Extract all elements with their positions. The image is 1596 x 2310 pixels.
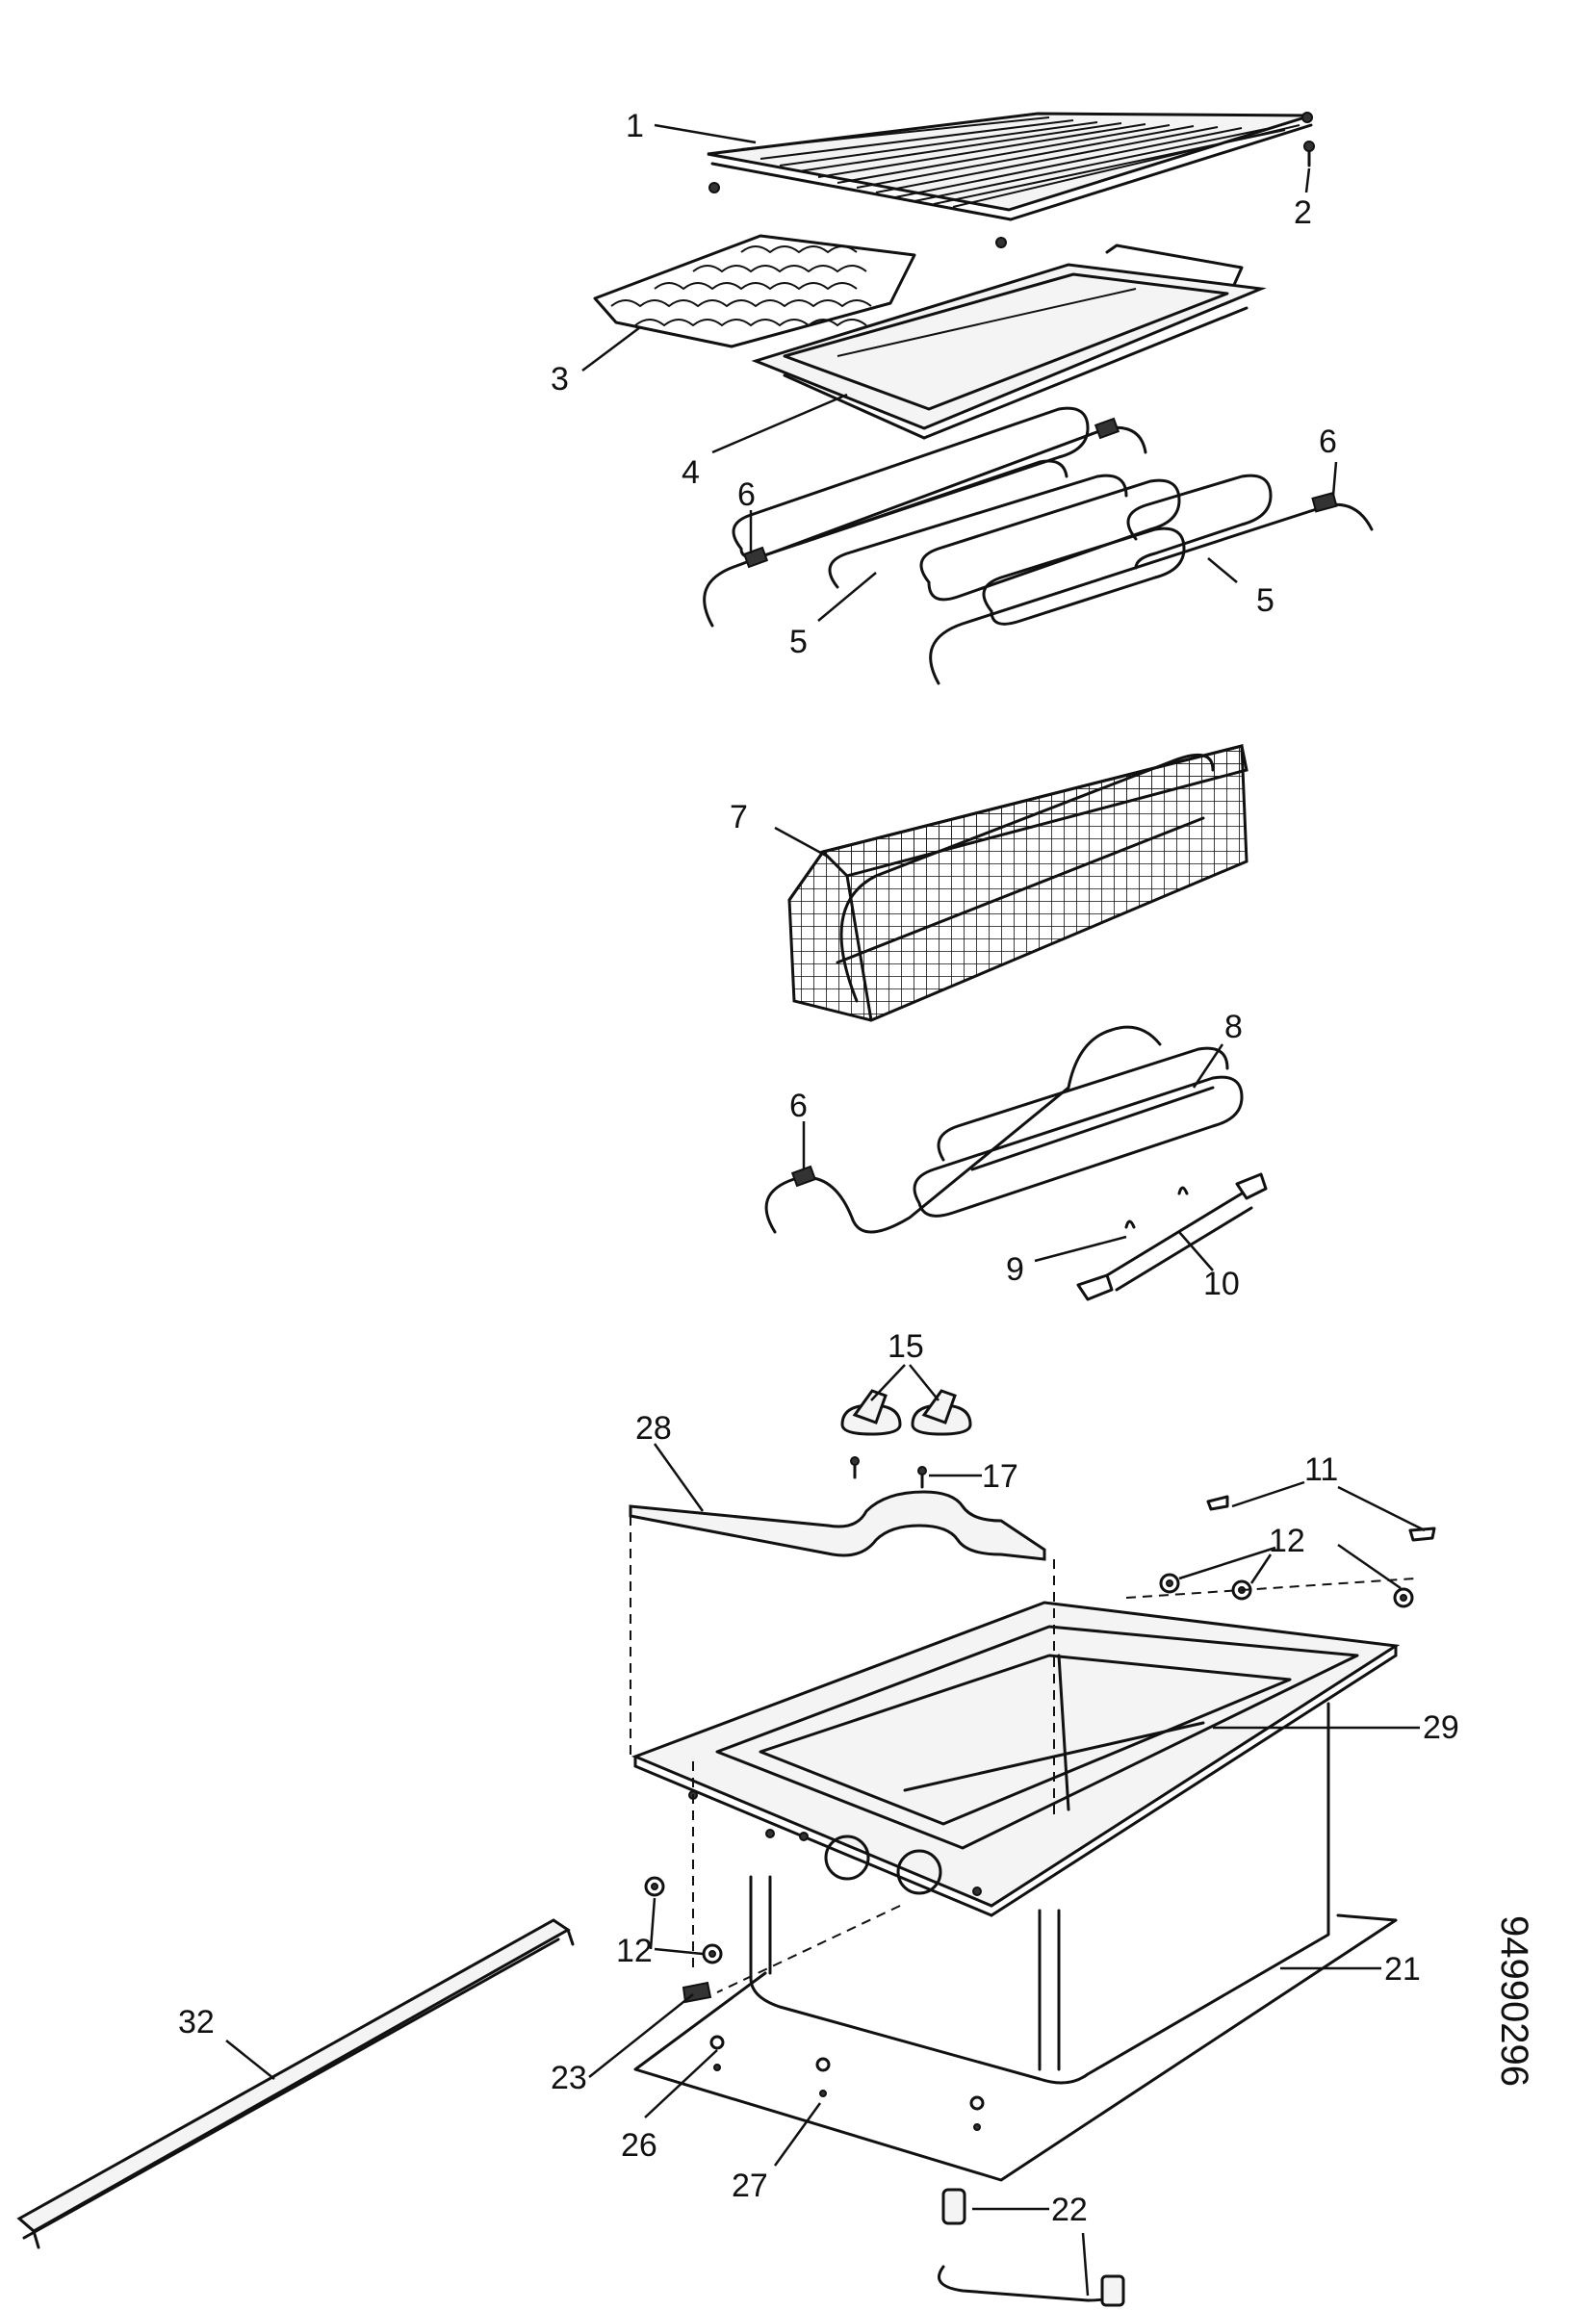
leader-lines <box>225 123 1426 2297</box>
base-plate <box>633 1913 1398 2182</box>
knob-screws <box>850 1456 927 1489</box>
callout-5b: 5 <box>1256 582 1274 619</box>
callout-22: 22 <box>1051 2192 1088 2228</box>
element-support-bracket <box>1076 1172 1268 1301</box>
control-panel-trim <box>629 1490 1046 1561</box>
callout-1: 1 <box>626 108 644 144</box>
callout-6a: 6 <box>737 476 756 513</box>
callout-7: 7 <box>730 799 748 835</box>
callout-15: 15 <box>888 1328 924 1365</box>
document-number: 94990296 <box>1493 1915 1535 2087</box>
control-knobs <box>840 1389 972 1436</box>
callout-26: 26 <box>621 2127 657 2164</box>
grate-fixing-screw <box>1303 141 1315 167</box>
callout-12b: 12 <box>616 1933 653 1969</box>
assembly-guide-lines <box>630 1516 1055 1993</box>
frying-basket <box>787 744 1248 1022</box>
element-clip <box>1124 1186 1189 1229</box>
callout-12a: 12 <box>1269 1523 1305 1559</box>
drip-tray <box>751 244 1267 440</box>
thermal-cutout <box>938 2188 1125 2307</box>
callout-8: 8 <box>1224 1009 1243 1045</box>
callout-9: 9 <box>1006 1251 1024 1288</box>
upper-heating-element-left <box>703 406 1147 628</box>
callout-5a: 5 <box>789 624 808 660</box>
callout-11: 11 <box>1304 1451 1338 1488</box>
support-rail <box>16 1918 575 2249</box>
callout-21: 21 <box>1384 1951 1421 1988</box>
callout-10: 10 <box>1203 1266 1240 1302</box>
callout-labels: 1 2 3 4 6 6 5 5 7 8 6 9 10 15 17 28 11 1… <box>178 108 1459 2228</box>
upper-heating-element-right <box>919 474 1374 685</box>
lower-heating-element <box>764 1025 1244 1234</box>
callout-4: 4 <box>682 454 700 491</box>
callout-28: 28 <box>635 1410 672 1447</box>
callout-23: 23 <box>551 2060 587 2096</box>
grill-grate <box>707 112 1313 248</box>
callout-2: 2 <box>1294 194 1312 231</box>
hob-frame-tank <box>631 1601 1401 2085</box>
callout-32: 32 <box>178 2004 215 2040</box>
callout-6b: 6 <box>1319 424 1337 460</box>
callout-3: 3 <box>551 361 569 398</box>
callout-29: 29 <box>1423 1709 1459 1746</box>
callout-17: 17 <box>982 1458 1018 1495</box>
fixing-clips <box>1206 1495 1436 1542</box>
callout-6c: 6 <box>789 1088 808 1124</box>
lava-stones <box>593 234 916 348</box>
callout-27: 27 <box>732 2168 768 2204</box>
